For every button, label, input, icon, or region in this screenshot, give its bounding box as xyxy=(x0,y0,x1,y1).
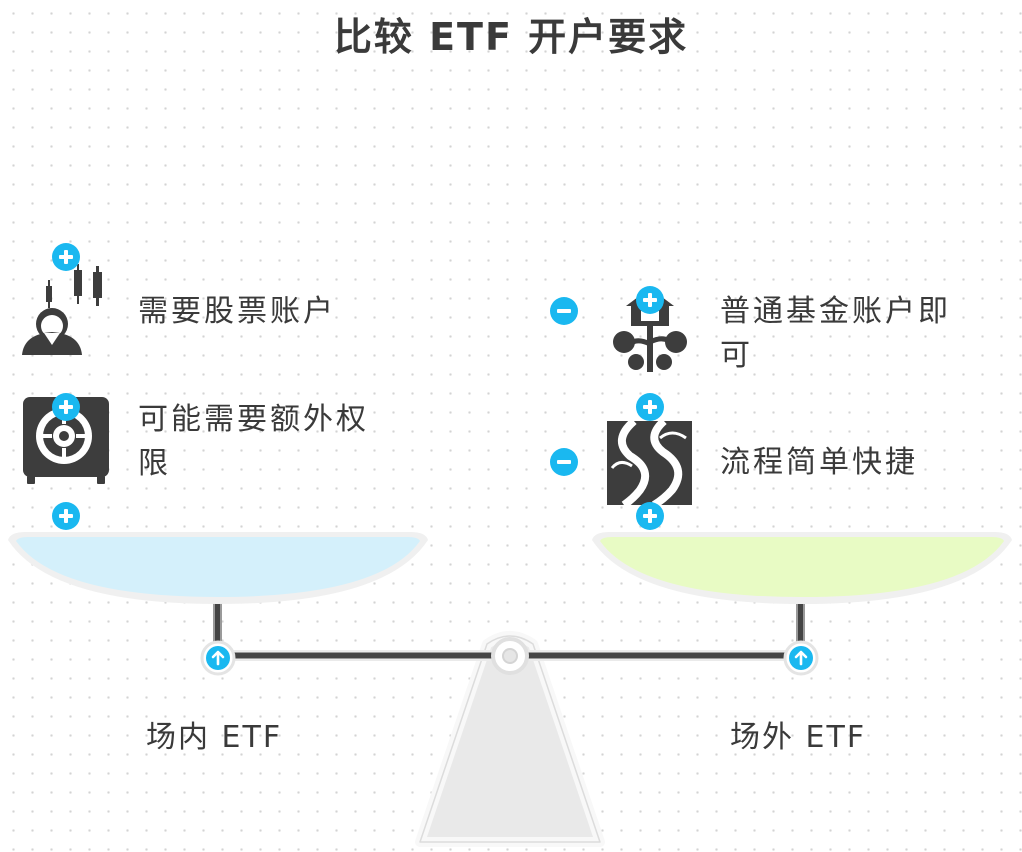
winding-road-icon xyxy=(607,417,692,509)
right-item-label: 普通基金账户即可 xyxy=(720,294,951,373)
plus-connector-icon xyxy=(52,502,80,530)
plus-connector-icon xyxy=(52,393,80,421)
plus-connector-icon xyxy=(636,502,664,530)
left-item-label: 需要股票账户 xyxy=(138,294,336,329)
plus-connector-icon xyxy=(636,286,664,314)
page-title: 比较 ETF 开户要求 xyxy=(333,15,689,59)
minus-connector-icon xyxy=(550,297,578,325)
minus-connector-icon xyxy=(550,448,578,476)
plus-connector-icon xyxy=(636,393,664,421)
left-up-connector-icon xyxy=(200,640,236,676)
left-side-label: 场内 ETF xyxy=(146,720,283,755)
left-item-label: 可能需要额外权限 xyxy=(138,402,369,481)
plus-connector-icon xyxy=(52,243,80,271)
right-side-label: 场外 ETF xyxy=(730,720,867,755)
right-item-label: 流程简单快捷 xyxy=(720,445,918,480)
right-up-connector-icon xyxy=(783,640,819,676)
investor-chart-icon xyxy=(22,264,102,355)
safe-vault-icon xyxy=(23,397,109,484)
